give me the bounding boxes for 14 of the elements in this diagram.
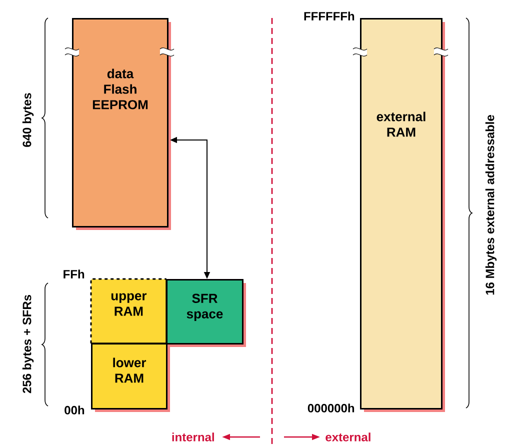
memory-block: SFR space xyxy=(166,279,244,344)
memory-block: data Flash EEPROM xyxy=(64,18,174,228)
address-label: FFh xyxy=(64,270,84,278)
memory-block: upper RAM xyxy=(90,278,168,344)
address-label: 000000h xyxy=(308,404,354,412)
address-label: FFFFFFh xyxy=(304,12,354,20)
size-label: 640 bytes xyxy=(22,93,34,147)
address-label: 00h xyxy=(64,406,84,414)
region-label: internal xyxy=(172,432,214,442)
memory-block: lower RAM xyxy=(91,343,168,410)
memory-block: external RAM xyxy=(352,18,448,410)
region-label: external xyxy=(326,432,370,442)
size-label: 256 bytes + SFRs xyxy=(22,294,34,394)
size-label: 16 Mbytes external addressable xyxy=(485,115,497,295)
